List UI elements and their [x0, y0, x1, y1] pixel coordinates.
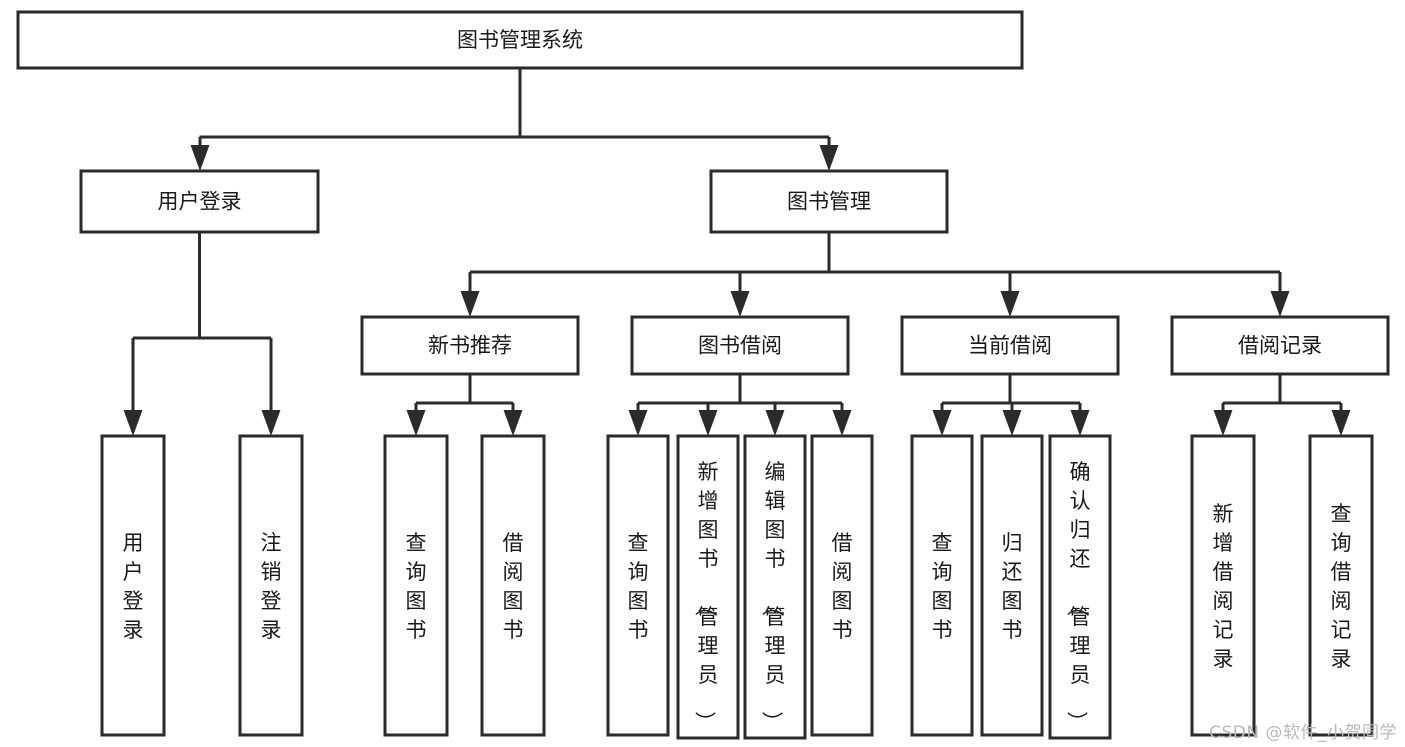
arrow-head-leaf-user-login	[123, 410, 143, 436]
node-label-new-book-recommend: 新书推荐	[428, 334, 512, 358]
node-label-book-manage: 图书管理	[787, 190, 871, 214]
node-label-leaf-confirm-return-admin: 确认归还（管理员）	[1065, 460, 1091, 732]
arrow-head-leaf-borrow-book-rec	[503, 410, 523, 436]
node-label-leaf-borrow-book-bor: 借阅图书	[832, 531, 853, 642]
node-box-book-borrow[interactable]	[630, 315, 850, 376]
node-leaf-add-borrow-record[interactable]: 新增借阅记录	[1190, 434, 1256, 737]
node-box-root[interactable]	[16, 10, 1024, 70]
node-leaf-query-book-cur[interactable]: 查询图书	[910, 434, 974, 737]
node-leaf-add-book-admin[interactable]: 新增图书（管理员）	[676, 434, 740, 740]
arrow-head-leaf-borrow-book-bor	[832, 410, 852, 436]
node-box-leaf-borrow-book-bor[interactable]	[810, 434, 874, 737]
node-leaf-confirm-return-admin[interactable]: 确认归还（管理员）	[1048, 434, 1112, 740]
arrow-head-leaf-query-book-bor	[628, 410, 648, 436]
arrow-head-book-manage	[819, 145, 839, 171]
node-leaf-query-borrow-record[interactable]: 查询借阅记录	[1308, 434, 1374, 737]
arrow-head-user-login	[190, 145, 210, 171]
node-box-leaf-query-borrow-record[interactable]	[1308, 434, 1374, 737]
arrow-head-borrow-record	[1270, 291, 1290, 317]
node-label-leaf-borrow-book-rec: 借阅图书	[503, 531, 524, 642]
node-label-leaf-user-logout: 注销登录	[261, 531, 282, 642]
node-root[interactable]: 图书管理系统	[16, 10, 1024, 70]
node-label-leaf-user-login: 用户登录	[123, 531, 144, 642]
node-box-leaf-borrow-book-rec[interactable]	[480, 434, 546, 737]
node-book-borrow[interactable]: 图书借阅	[630, 315, 850, 376]
node-label-book-borrow: 图书借阅	[698, 334, 782, 358]
node-label-borrow-record: 借阅记录	[1238, 334, 1322, 358]
arrow-head-leaf-edit-book-admin	[765, 410, 785, 436]
node-label-user-login: 用户登录	[158, 190, 242, 214]
arrow-head-leaf-add-book-admin	[698, 410, 718, 436]
node-borrow-record[interactable]: 借阅记录	[1170, 315, 1390, 376]
node-box-user-login[interactable]	[79, 169, 320, 234]
node-label-leaf-return-book: 归还图书	[1002, 531, 1023, 642]
arrow-head-book-borrow	[730, 291, 750, 317]
node-box-current-borrow[interactable]	[900, 315, 1120, 376]
node-leaf-return-book[interactable]: 归还图书	[980, 434, 1044, 737]
node-box-leaf-confirm-return-admin[interactable]	[1048, 434, 1112, 740]
node-label-leaf-edit-book-admin: 编辑图书（管理员）	[760, 460, 786, 732]
node-box-new-book-recommend[interactable]	[360, 315, 580, 376]
arrow-head-leaf-user-logout	[261, 410, 281, 436]
node-box-leaf-query-book-cur[interactable]	[910, 434, 974, 737]
node-label-leaf-add-borrow-record: 新增借阅记录	[1213, 502, 1234, 671]
node-label-leaf-query-book-rec: 查询图书	[406, 531, 427, 642]
node-label-leaf-add-book-admin: 新增图书（管理员）	[693, 460, 719, 732]
node-box-borrow-record[interactable]	[1170, 315, 1390, 376]
node-label-leaf-query-book-cur: 查询图书	[932, 531, 953, 642]
nodes-layer: 图书管理系统用户登录图书管理新书推荐图书借阅当前借阅借阅记录用户登录注销登录查询…	[16, 10, 1390, 740]
node-user-login[interactable]: 用户登录	[79, 169, 320, 234]
node-leaf-edit-book-admin[interactable]: 编辑图书（管理员）	[743, 434, 807, 740]
node-box-leaf-return-book[interactable]	[980, 434, 1044, 737]
node-leaf-borrow-book-bor[interactable]: 借阅图书	[810, 434, 874, 737]
node-box-leaf-user-login[interactable]	[100, 434, 166, 737]
arrow-head-leaf-query-book-rec	[406, 410, 426, 436]
node-label-leaf-query-book-bor: 查询图书	[628, 531, 649, 642]
arrow-head-leaf-add-borrow-record	[1213, 410, 1233, 436]
node-box-book-manage[interactable]	[709, 169, 949, 234]
node-box-leaf-query-book-bor[interactable]	[606, 434, 670, 737]
node-leaf-user-logout[interactable]: 注销登录	[238, 434, 304, 737]
arrow-head-leaf-return-book	[1002, 410, 1022, 436]
connectors-layer	[123, 68, 1351, 436]
node-leaf-borrow-book-rec[interactable]: 借阅图书	[480, 434, 546, 737]
node-new-book-recommend[interactable]: 新书推荐	[360, 315, 580, 376]
arrow-head-leaf-query-borrow-record	[1331, 410, 1351, 436]
node-leaf-user-login[interactable]: 用户登录	[100, 434, 166, 737]
node-box-leaf-add-borrow-record[interactable]	[1190, 434, 1256, 737]
node-box-leaf-user-logout[interactable]	[238, 434, 304, 737]
node-leaf-query-book-bor[interactable]: 查询图书	[606, 434, 670, 737]
node-leaf-query-book-rec[interactable]: 查询图书	[383, 434, 449, 737]
node-label-leaf-query-borrow-record: 查询借阅记录	[1331, 502, 1352, 671]
node-current-borrow[interactable]: 当前借阅	[900, 315, 1120, 376]
node-box-leaf-add-book-admin[interactable]	[676, 434, 740, 740]
node-label-current-borrow: 当前借阅	[968, 334, 1052, 358]
arrow-head-current-borrow	[1000, 291, 1020, 317]
node-box-leaf-edit-book-admin[interactable]	[743, 434, 807, 740]
node-box-leaf-query-book-rec[interactable]	[383, 434, 449, 737]
arrow-head-leaf-query-book-cur	[932, 410, 952, 436]
arrow-head-leaf-confirm-return-admin	[1070, 410, 1090, 436]
node-label-root: 图书管理系统	[457, 28, 583, 52]
arrow-head-new-book-recommend	[460, 291, 480, 317]
node-book-manage[interactable]: 图书管理	[709, 169, 949, 234]
